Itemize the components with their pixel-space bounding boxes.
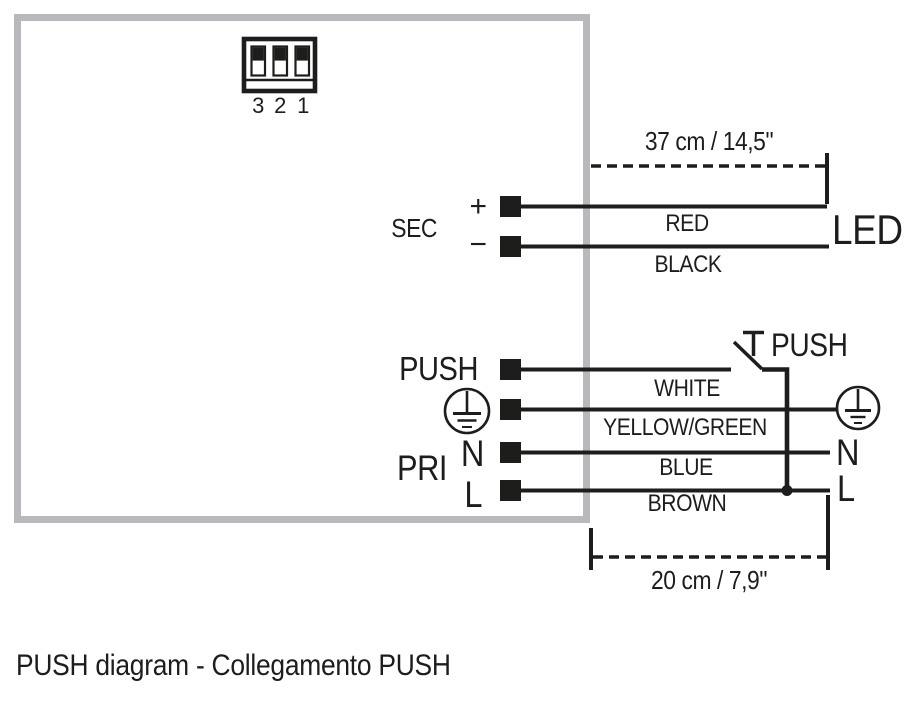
- dip-switch-icon: [241, 36, 318, 94]
- terminal-blocks: [500, 196, 521, 501]
- push-button-switch-icon: [732, 330, 793, 496]
- dip-slot-2: [272, 45, 289, 77]
- pri-neutral-label: N: [460, 433, 485, 474]
- dimension-bottom-label: 20 cm / 7,9": [650, 565, 768, 595]
- sec-label: SEC: [391, 213, 437, 243]
- wire-label-red: RED: [665, 210, 709, 237]
- wire-label-yellow-green: YELLOW/GREEN: [603, 414, 767, 441]
- led-label: LED: [832, 206, 903, 253]
- pri-label: PRI: [396, 449, 447, 488]
- wire-label-blue: BLUE: [659, 454, 713, 481]
- mains-neutral-label: N: [836, 432, 860, 473]
- wire-label-black: BLACK: [654, 251, 722, 278]
- dip-number-1: 1: [297, 93, 309, 118]
- terminal-line: [500, 480, 521, 501]
- earth-icon-driver: [443, 387, 491, 435]
- wire-label-white: WHITE: [654, 375, 720, 402]
- push-terminal-label: PUSH: [399, 350, 478, 387]
- diagram-caption: PUSH diagram - Collegamento PUSH: [16, 649, 451, 682]
- push-switch-label: PUSH: [771, 327, 848, 363]
- pri-line-label: L: [464, 474, 482, 515]
- dip-slot-1: [294, 45, 311, 77]
- junction-dot: [781, 485, 793, 496]
- wire-label-brown: BROWN: [647, 490, 727, 517]
- wires: [521, 204, 837, 493]
- earth-icon-mains: [835, 385, 881, 431]
- dimension-led-cable: [591, 153, 829, 204]
- mains-line-label: L: [837, 468, 855, 509]
- dip-slot-3: [250, 45, 267, 77]
- dimension-mains-cable: [589, 495, 830, 570]
- switch-contact-blade: [732, 340, 764, 371]
- terminal-push: [500, 359, 521, 380]
- sec-plus-sign: +: [469, 190, 487, 223]
- dip-switch-body: [241, 36, 318, 94]
- switch-to-line-link: [762, 367, 790, 491]
- sec-minus-sign: −: [469, 228, 487, 261]
- dimension-top-label: 37 cm / 14,5": [644, 126, 774, 156]
- terminal-sec-minus: [500, 236, 521, 257]
- dip-number-2: 2: [274, 93, 286, 118]
- dip-number-3: 3: [252, 93, 264, 118]
- terminal-earth: [500, 399, 521, 420]
- terminal-sec-plus: [500, 196, 521, 217]
- terminal-neutral: [500, 442, 521, 463]
- driver-box: [14, 14, 590, 523]
